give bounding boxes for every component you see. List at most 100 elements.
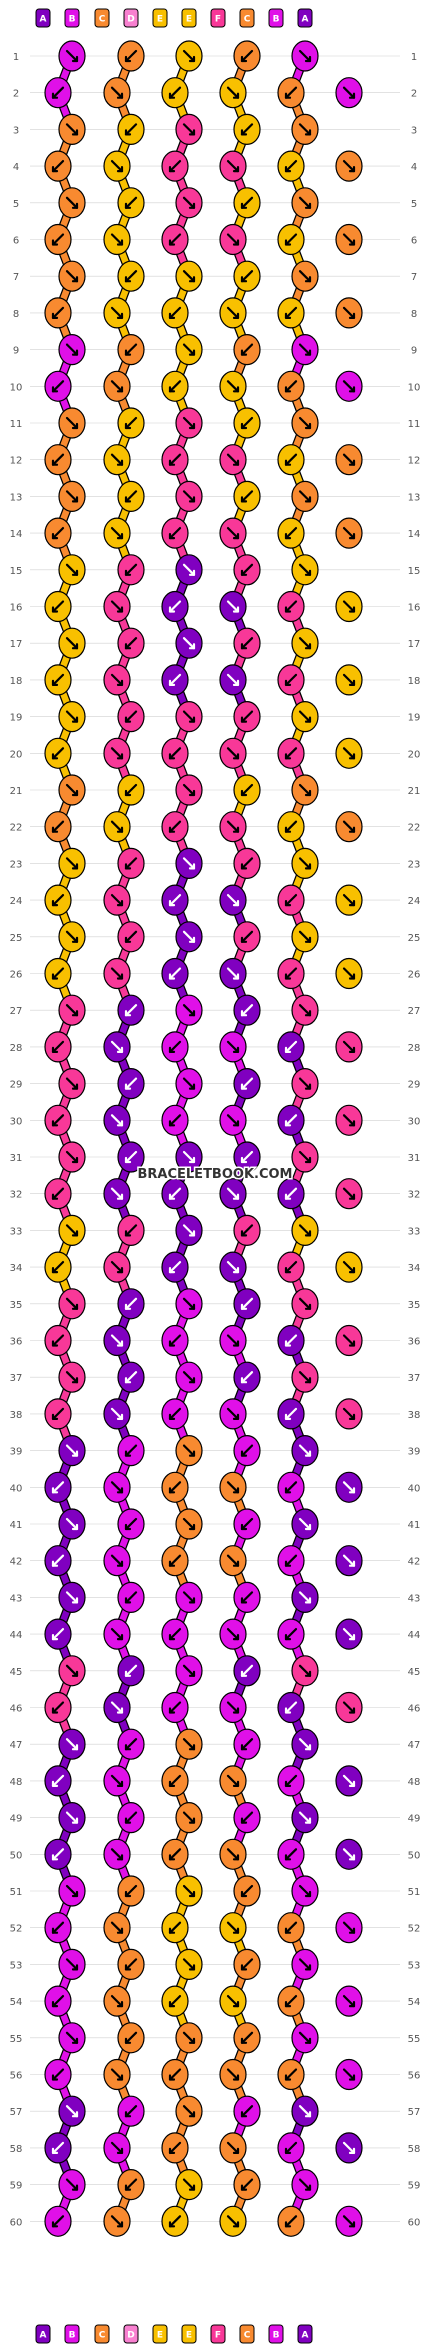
- arrow-down-left-icon: [284, 820, 298, 833]
- arrow-down-right-icon: [182, 2031, 196, 2044]
- arrow-head: [284, 899, 292, 907]
- arrow-head: [348, 1413, 356, 1421]
- arrow-head: [51, 1120, 59, 1127]
- knot-circle-icon: [103, 590, 131, 623]
- arrow-down-left-icon: [240, 1664, 254, 1677]
- arrow-head: [71, 1744, 79, 1751]
- knot-circle-icon: [291, 187, 319, 219]
- arrow-down-right-icon: [298, 1004, 312, 1017]
- knot-circle-icon: [219, 1912, 247, 1944]
- row-number-left: 6: [13, 236, 19, 247]
- arrow-head: [71, 716, 79, 723]
- arrow-down-left-icon: [240, 1224, 254, 1237]
- arrow-head: [124, 1597, 132, 1604]
- arrow-head: [124, 496, 132, 503]
- arrow-head: [232, 2221, 240, 2228]
- arrow-down-right-icon: [65, 1224, 79, 1237]
- knot-circle-icon: [117, 627, 145, 659]
- knot-circle-icon: [219, 1765, 247, 1797]
- knot-circle-icon: [277, 1324, 305, 1357]
- row-number-left: 2: [13, 89, 19, 100]
- arrow-head: [168, 532, 176, 540]
- arrow-down-right-icon: [65, 2031, 79, 2044]
- arrow-head: [188, 1156, 196, 1164]
- knot-circle-icon: [44, 223, 72, 256]
- arrow-down-right-icon: [182, 270, 196, 283]
- arrow-down-right-icon: [182, 1517, 196, 1531]
- arrow-head: [116, 312, 124, 319]
- arrow-head: [232, 1120, 240, 1127]
- arrow-head: [71, 863, 79, 870]
- arrow-down-left-icon: [51, 2068, 65, 2081]
- arrow-head: [116, 166, 124, 173]
- knot-circle-icon: [44, 2058, 72, 2091]
- knot-circle-icon: [335, 517, 363, 549]
- arrow-head: [124, 2111, 132, 2118]
- arrow-down-left-icon: [168, 1334, 182, 1347]
- knot-circle-icon: [103, 1251, 131, 1283]
- row-number-left: 44: [10, 1630, 23, 1641]
- arrow-head: [348, 239, 356, 246]
- arrow-head: [348, 973, 356, 980]
- strand-letter: B: [69, 2331, 76, 2341]
- arrow-down-right-icon: [298, 857, 312, 870]
- row-number-right: 15: [408, 566, 421, 577]
- arrow-head: [71, 1670, 79, 1677]
- knot-circle-icon: [103, 223, 131, 256]
- row-number-right: 23: [408, 859, 421, 870]
- strand-tab: [35, 8, 51, 28]
- knot-circle-icon: [103, 1398, 131, 1430]
- row-number-left: 52: [10, 1924, 23, 1935]
- arrow-down-left-icon: [168, 1701, 182, 1714]
- arrow-head: [240, 1523, 248, 1531]
- knot-circle-icon: [233, 480, 261, 512]
- knot-circle-icon: [44, 370, 72, 402]
- arrow-down-left-icon: [240, 930, 254, 943]
- arrow-down-right-icon: [342, 1774, 356, 1788]
- arrow-down-right-icon: [342, 1040, 356, 1054]
- row-number-right: 28: [408, 1043, 421, 1054]
- arrow-head: [348, 166, 356, 173]
- arrow-down-right-icon: [226, 160, 240, 173]
- arrow-head: [240, 276, 248, 283]
- arrow-down-left-icon: [51, 526, 65, 540]
- strand-label-bottom: A: [35, 2324, 51, 2344]
- row-number-right: 39: [408, 1447, 421, 1458]
- arrow-head: [71, 1523, 79, 1531]
- arrow-down-right-icon: [226, 1187, 240, 1200]
- arrow-down-left-icon: [124, 637, 138, 650]
- arrow-head: [71, 1817, 79, 1824]
- knot-circle-icon: [291, 1801, 319, 1834]
- row-number-right: 8: [411, 309, 417, 320]
- row-number-left: 46: [10, 1704, 23, 1715]
- knot-circle-icon: [44, 737, 72, 769]
- arrow-down-right-icon: [182, 123, 196, 136]
- arrow-head: [116, 532, 124, 540]
- arrow-down-right-icon: [342, 747, 356, 760]
- arrow-head: [348, 1560, 356, 1567]
- arrow-head: [232, 166, 240, 173]
- knot-circle-icon: [277, 444, 305, 476]
- knot-circle-icon: [161, 1324, 189, 1357]
- strand-tab: [239, 2324, 255, 2344]
- arrow-down-right-icon: [182, 1444, 196, 1457]
- row-number-right: 16: [408, 603, 421, 614]
- knot-circle-icon: [175, 1801, 203, 1834]
- arrow-head: [116, 1854, 124, 1861]
- arrow-down-left-icon: [168, 526, 182, 540]
- row-number-left: 8: [13, 309, 19, 320]
- strand-label-top: B: [64, 8, 80, 28]
- arrow-down-right-icon: [110, 1921, 124, 1934]
- arrow-head: [71, 496, 79, 503]
- arrow-head: [51, 753, 59, 760]
- knot-circle-icon: [161, 77, 189, 109]
- knot-circle-icon: [233, 1581, 261, 1614]
- arrow-head: [232, 606, 240, 613]
- knot-circle-icon: [233, 700, 261, 733]
- arrow-down-left-icon: [240, 857, 254, 870]
- arrow-head: [168, 1633, 176, 1641]
- arrow-head: [304, 1010, 312, 1017]
- arrow-down-left-icon: [124, 2178, 138, 2191]
- knot-circle-icon: [58, 700, 86, 733]
